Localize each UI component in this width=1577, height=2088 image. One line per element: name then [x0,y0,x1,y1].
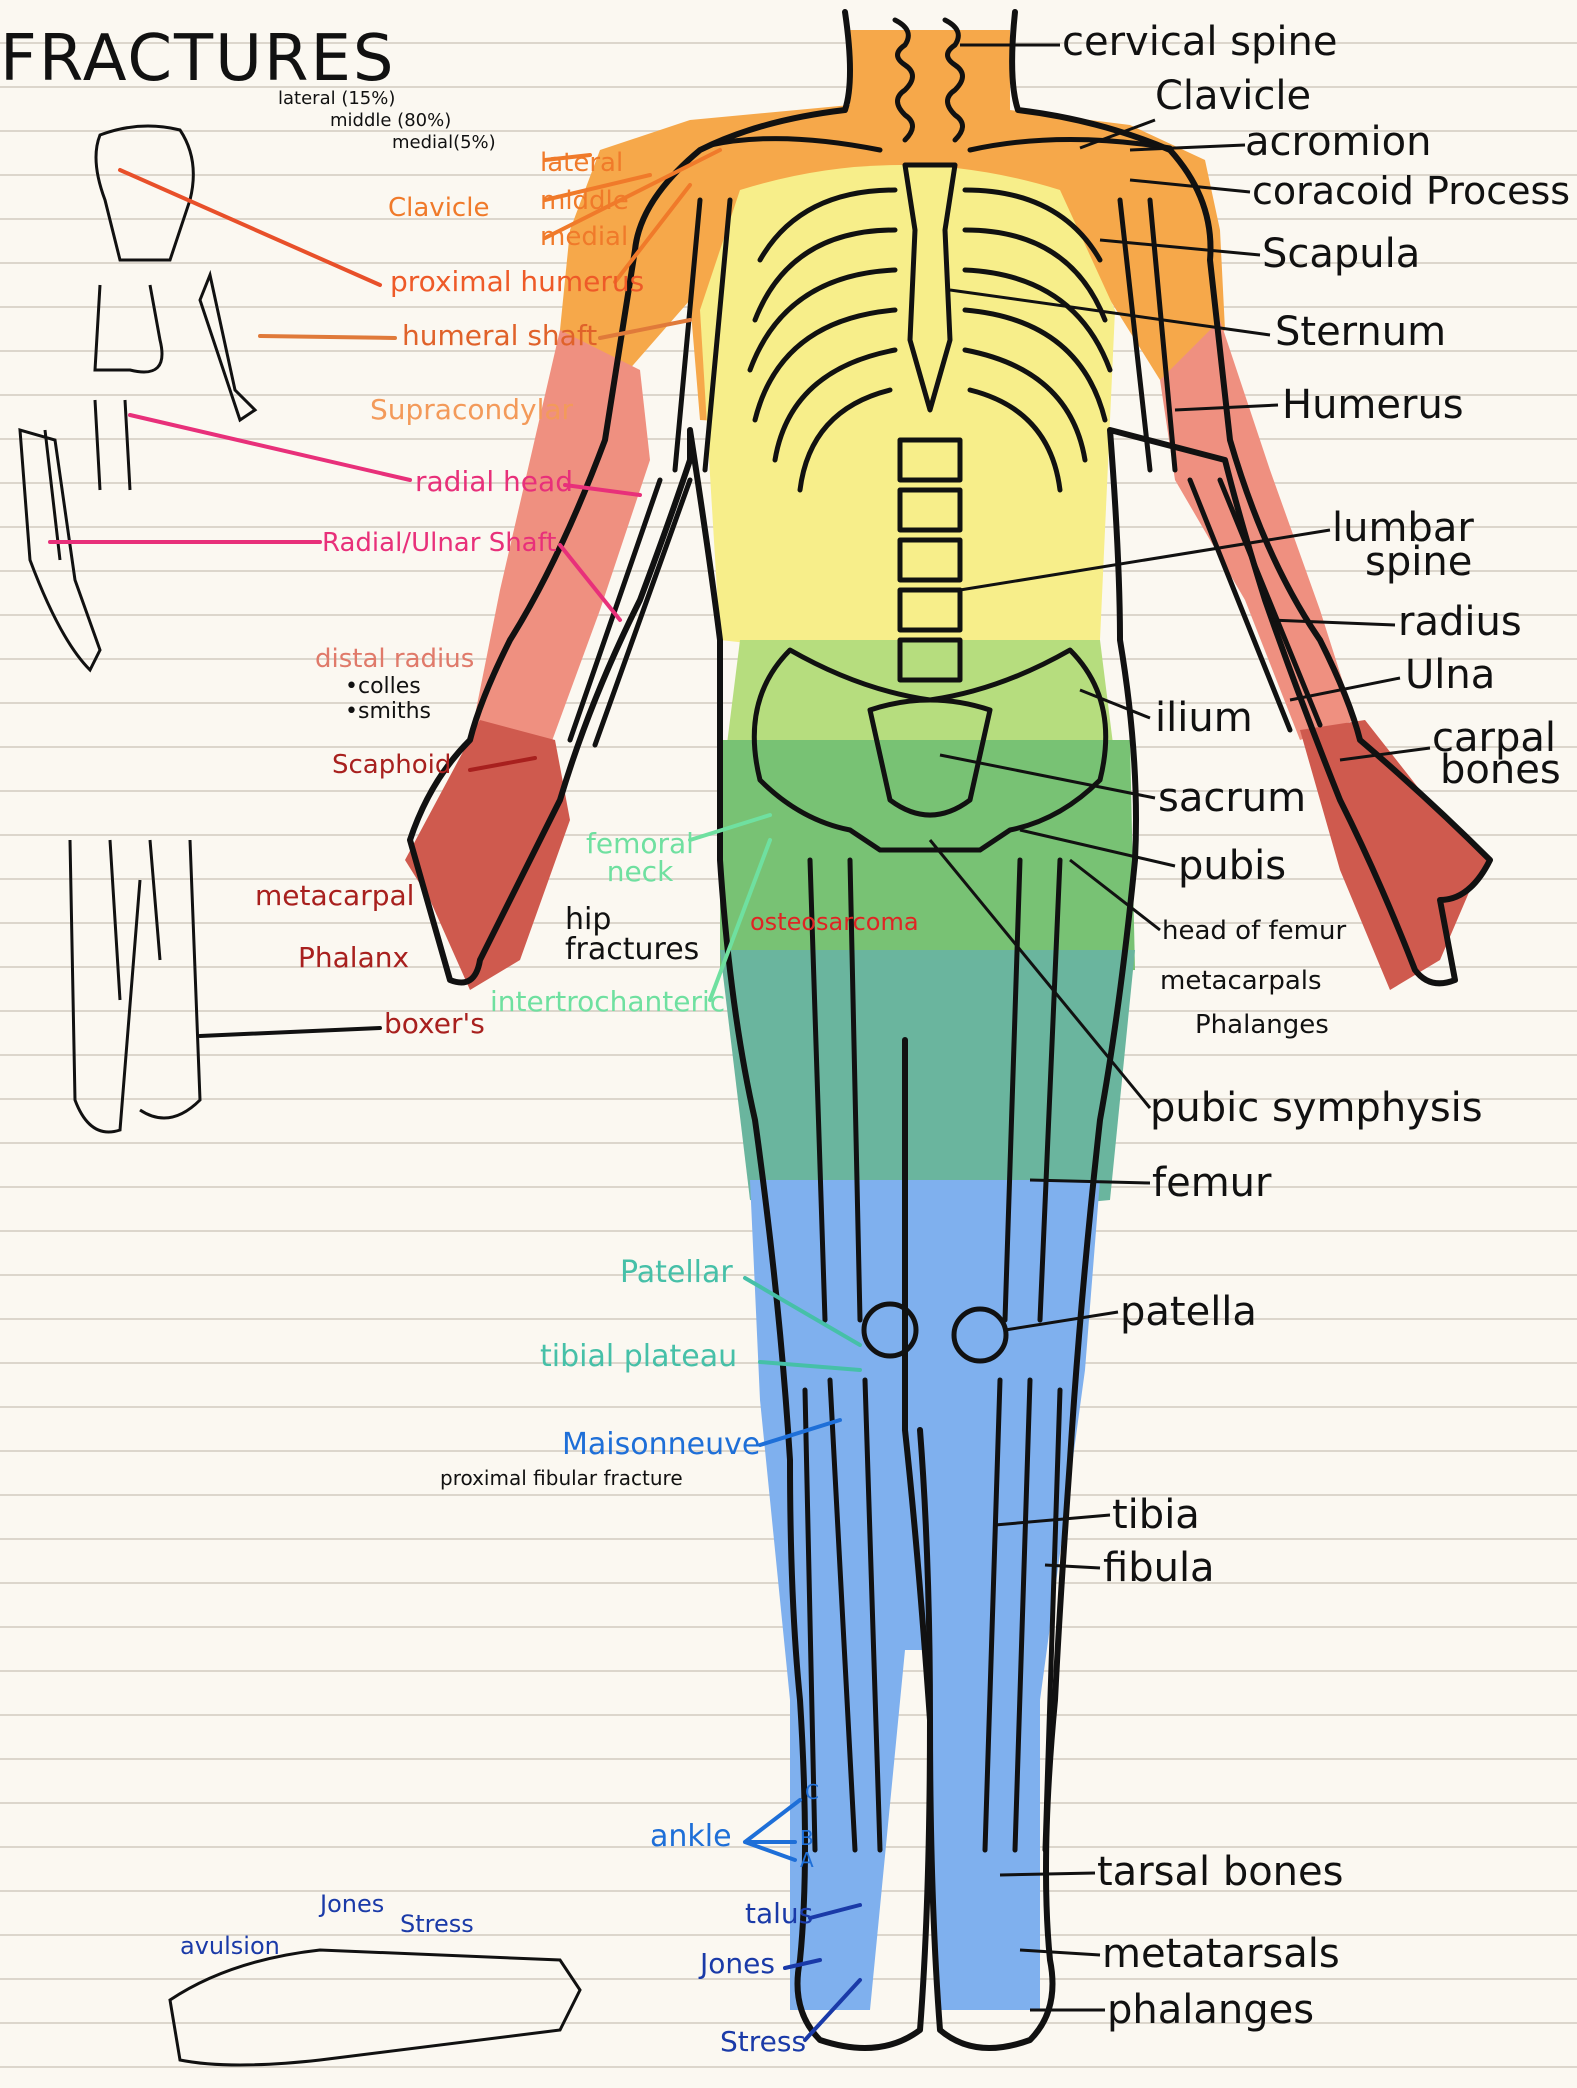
label-radial-head: radial head [415,468,573,496]
label-ilium: ilium [1155,698,1253,738]
label-bones: bones [1440,750,1561,790]
label-pubic-symphysis: pubic symphysis [1150,1088,1483,1128]
label-sacrum: sacrum [1158,778,1306,818]
boxer-leader [200,1028,380,1036]
label-scapula: Scapula [1262,234,1420,274]
label-femoral-neck: femoral neck [580,830,700,886]
humerus-sketch [200,275,255,420]
shoulder-leader [120,170,380,285]
hip-region [720,740,1135,980]
label-hip-fractures: hip fractures [565,905,705,965]
label-ankle: ankle [650,1822,732,1852]
label-scaphoid: Scaphoid [332,752,451,778]
label-tibia: tibia [1112,1495,1200,1535]
label-ankle-a: A [800,1850,814,1870]
label-tibial-plateau: tibial plateau [540,1342,737,1372]
label-acromion: acromion [1245,122,1431,162]
label-phalanges-foot: phalanges [1107,1990,1314,2030]
label-humeral-shaft: humeral shaft [402,322,597,350]
label-clavicle: Clavicle [1155,76,1311,116]
label-supracondylar: Supracondylar [370,396,573,424]
label-metatarsals: metatarsals [1102,1934,1340,1974]
label-clavicle-middle: middle [540,188,629,214]
label-clavicle-fracture: Clavicle [388,195,489,221]
label-fibula: fibula [1103,1548,1215,1588]
label-phalanx: Phalanx [298,944,409,972]
clavicle-ratio-middle: middle (80%) [330,112,451,130]
label-coracoid: coracoid Process [1252,172,1570,210]
label-spine: spine [1365,542,1472,582]
label-intertrochanteric: intertrochanteric [490,988,725,1016]
label-ankle-b: B [800,1828,814,1848]
label-clavicle-lateral: lateral [540,150,623,176]
label-radius: radius [1398,602,1522,642]
page-title: FRACTURES [0,22,396,96]
label-tarsal-bones: tarsal bones [1097,1852,1343,1892]
label-patella: patella [1120,1292,1257,1332]
tarsal-leader [1000,1873,1095,1875]
label-proximal-humerus: proximal humerus [390,268,644,296]
label-phalanges-hand: Phalanges [1195,1012,1329,1038]
label-maisonneuve-note: proximal fibular fracture [440,1468,683,1488]
foot-label-avulsion: avulsion [180,1934,280,1958]
hand-sketch [70,840,200,1132]
foot-label-stress: Stress [400,1912,474,1936]
label-ulna: Ulna [1405,655,1495,695]
label-humerus: Humerus [1282,385,1464,425]
label-maisonneuve: Maisonneuve [562,1430,760,1460]
thorax-region [700,165,1115,660]
elbow-sketch [95,285,162,490]
label-pubis: pubis [1178,846,1286,886]
label-ankle-c: C [805,1782,819,1802]
label-sternum: Sternum [1275,312,1446,352]
thigh-region [720,950,1135,1220]
shoulder-sketch [96,126,193,260]
label-osteosarcoma: osteosarcoma [750,910,919,934]
label-colles: •colles [345,676,421,698]
label-femur: femur [1152,1163,1271,1203]
label-smiths: •smiths [345,701,431,723]
clavicle-ratio-lateral: lateral (15%) [278,90,395,108]
label-stress: Stress [720,2028,806,2056]
label-distal-radius: distal radius [315,646,474,672]
label-clavicle-medial: medial [540,224,628,250]
foot-sketch [170,1950,580,2065]
label-radial-ulnar-shaft: Radial/Ulnar Shaft [322,530,557,556]
label-jones: Jones [700,1950,775,1978]
forearm-sketch [20,430,100,670]
clavicle-ratio-medial: medial(5%) [392,134,496,152]
label-boxers: boxer's [384,1010,485,1038]
label-talus: talus [745,1900,813,1928]
label-cervical-spine: cervical spine [1062,22,1337,62]
label-metacarpal: metacarpal [255,882,414,910]
label-head-of-femur: head of femur [1162,918,1346,944]
foot-label-jones: Jones [320,1892,384,1916]
label-metacarpals: metacarpals [1160,968,1322,994]
label-patellar: Patellar [620,1258,733,1288]
